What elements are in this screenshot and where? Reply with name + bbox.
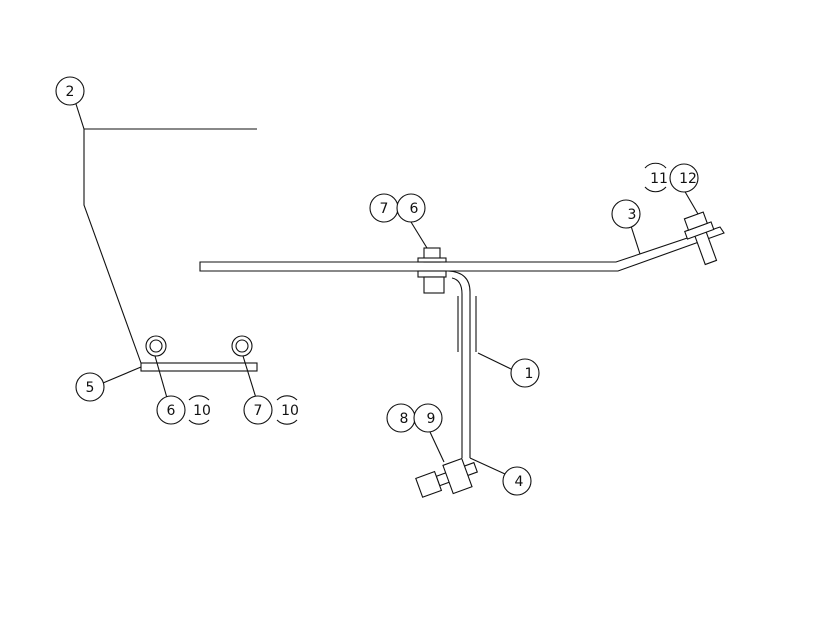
- callout-6-top: 6: [396, 193, 426, 223]
- top-washer: [417, 257, 447, 263]
- callout-2: 2: [55, 76, 85, 106]
- callout-3-label: 3: [628, 207, 637, 223]
- hex-nut-left-inner: [149, 339, 163, 353]
- callout-12: 12: [669, 163, 699, 193]
- callout-8-label: 8: [400, 411, 409, 427]
- callout-6-left: 6: [156, 395, 186, 425]
- bottom-washer: [417, 270, 447, 278]
- callout-11: 11: [644, 162, 668, 193]
- callout-11-label: 11: [650, 171, 668, 187]
- callout-12-label: 12: [679, 171, 697, 187]
- main-bar: [199, 226, 725, 272]
- callout-10-right: 10: [276, 395, 299, 425]
- callout-10-left: 10: [188, 395, 211, 425]
- strap-inner-edge: [451, 277, 463, 458]
- callout-5: 5: [75, 372, 105, 402]
- callout-1-label: 1: [525, 366, 534, 382]
- main-bar-assembly: [199, 189, 725, 498]
- callout-2-label: 2: [66, 84, 75, 100]
- callout-7-left-label: 7: [254, 403, 263, 419]
- callout-5-label: 5: [86, 380, 95, 396]
- hex-nut-right-inner: [235, 339, 249, 353]
- end-fastener: [683, 211, 718, 266]
- bottom-nut: [423, 276, 445, 294]
- callout-8: 8: [386, 403, 416, 433]
- callout-4-label: 4: [515, 474, 524, 490]
- strap-bottom-fastener: [415, 457, 479, 498]
- callout-4: 4: [502, 466, 532, 496]
- callout-9: 9: [413, 403, 443, 433]
- callout-6-top-label: 6: [410, 201, 419, 217]
- callout-1: 1: [510, 358, 540, 388]
- strap-outer-edge: [447, 270, 471, 458]
- callout-7-top: 7: [369, 193, 399, 223]
- callout-7-top-label: 7: [380, 201, 389, 217]
- callout-9-label: 9: [427, 411, 436, 427]
- callout-3: 3: [611, 199, 641, 229]
- callout-6-left-label: 6: [167, 403, 176, 419]
- callout-7-left: 7: [243, 395, 273, 425]
- hanger-wire-assembly: [75, 103, 258, 399]
- callout-10-left-label: 10: [193, 403, 211, 419]
- callout-10-right-label: 10: [281, 403, 299, 419]
